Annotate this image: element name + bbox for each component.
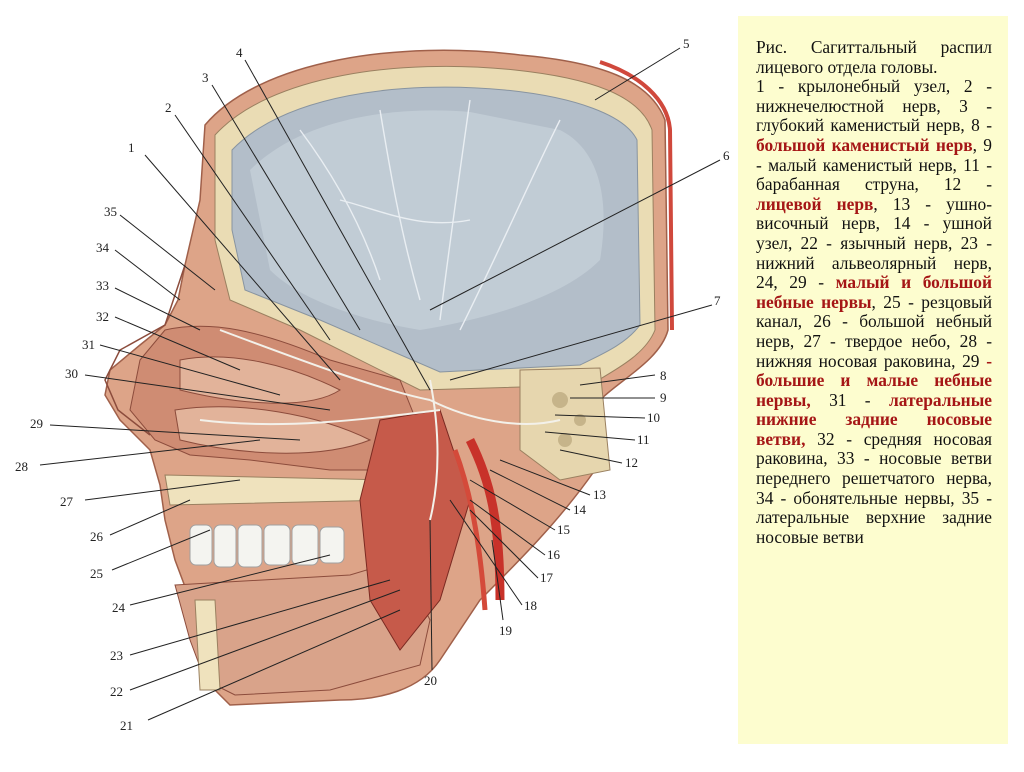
label-28: 28 bbox=[15, 459, 28, 474]
label-34: 34 bbox=[96, 240, 110, 255]
label-21: 21 bbox=[120, 718, 133, 733]
label-4: 4 bbox=[236, 45, 243, 60]
label-16: 16 bbox=[547, 547, 561, 562]
label-30: 30 bbox=[65, 366, 78, 381]
label-12: 12 bbox=[625, 455, 638, 470]
caption-emphasis: большой каменистый нерв bbox=[756, 134, 973, 155]
label-17: 17 bbox=[540, 570, 554, 585]
sagittal-section-illustration: 1 2 3 4 5 6 7 8 9 10 11 12 13 14 15 16 1… bbox=[15, 36, 730, 733]
label-23: 23 bbox=[110, 648, 123, 663]
teeth bbox=[189, 524, 345, 568]
label-6: 6 bbox=[723, 148, 730, 163]
caption-emphasis: латеральные нижние задние носовые ветви, bbox=[756, 389, 992, 449]
inferior-concha bbox=[174, 406, 372, 454]
label-3: 3 bbox=[202, 70, 209, 85]
label-26: 26 bbox=[90, 529, 104, 544]
caption-emphasis: лицевой нерв bbox=[756, 193, 874, 214]
caption-text: 1 - крылонебный узел, 2 - нижнечелюстной… bbox=[756, 76, 992, 136]
label-20: 20 bbox=[424, 673, 437, 688]
figure-caption: Рис. Сагиттальный распил лицевого отдела… bbox=[756, 37, 993, 547]
label-10: 10 bbox=[647, 410, 660, 425]
label-15: 15 bbox=[557, 522, 570, 537]
caption-emphasis: - большие и малые небные нервы, bbox=[756, 350, 992, 410]
mandible-bone bbox=[194, 599, 221, 691]
label-8: 8 bbox=[660, 368, 667, 383]
label-14: 14 bbox=[573, 502, 587, 517]
caption-text: 31 - bbox=[810, 389, 889, 410]
caption-panel: Рис. Сагиттальный распил лицевого отдела… bbox=[738, 16, 1008, 744]
label-33: 33 bbox=[96, 278, 109, 293]
label-11: 11 bbox=[637, 432, 650, 447]
nerve-paths bbox=[199, 329, 561, 521]
label-18: 18 bbox=[524, 598, 537, 613]
label-5: 5 bbox=[683, 36, 690, 51]
label-19: 19 bbox=[499, 623, 512, 638]
label-13: 13 bbox=[593, 487, 606, 502]
label-2: 2 bbox=[165, 100, 172, 115]
cavity-shading bbox=[250, 110, 604, 330]
label-7: 7 bbox=[714, 293, 721, 308]
leader-lines bbox=[39, 47, 721, 721]
caption-emphasis: малый и большой небные нервы bbox=[756, 272, 992, 312]
caption-text: , 9 - малый каменистый нерв, 11 - бараба… bbox=[756, 134, 992, 195]
artery bbox=[465, 437, 505, 601]
periosteum-edge bbox=[599, 60, 674, 331]
label-25: 25 bbox=[90, 566, 103, 581]
ear-canals bbox=[552, 392, 586, 447]
label-32: 32 bbox=[96, 309, 109, 324]
label-35: 35 bbox=[104, 204, 117, 219]
label-9: 9 bbox=[660, 390, 667, 405]
artery-branch bbox=[452, 449, 488, 611]
anatomy-figure: 1 2 3 4 5 6 7 8 9 10 11 12 13 14 15 16 1… bbox=[15, 36, 730, 733]
label-27: 27 bbox=[60, 494, 74, 509]
temporal-bone bbox=[519, 367, 611, 481]
label-29: 29 bbox=[30, 416, 43, 431]
middle-concha bbox=[179, 356, 341, 404]
caption-text: 32 - средняя носовая раковина, 33 - носо… bbox=[756, 428, 992, 547]
nose-outline bbox=[104, 264, 186, 436]
pterygoid-muscle bbox=[359, 409, 471, 651]
caption-text: , 25 - резцовый канал, 26 - большой небн… bbox=[756, 291, 992, 371]
caption-text: Рис. Сагиттальный распил лицевого отдела… bbox=[756, 37, 992, 77]
label-24: 24 bbox=[112, 600, 126, 615]
caption-text: , 13 - ушно-височный нерв, 14 - ушной уз… bbox=[756, 193, 993, 293]
figure-labels: 1 2 3 4 5 6 7 8 9 10 11 12 13 14 15 16 1… bbox=[15, 36, 730, 733]
dural-vessels bbox=[299, 99, 561, 331]
label-1: 1 bbox=[128, 140, 135, 155]
label-22: 22 bbox=[110, 684, 123, 699]
label-31: 31 bbox=[82, 337, 95, 352]
